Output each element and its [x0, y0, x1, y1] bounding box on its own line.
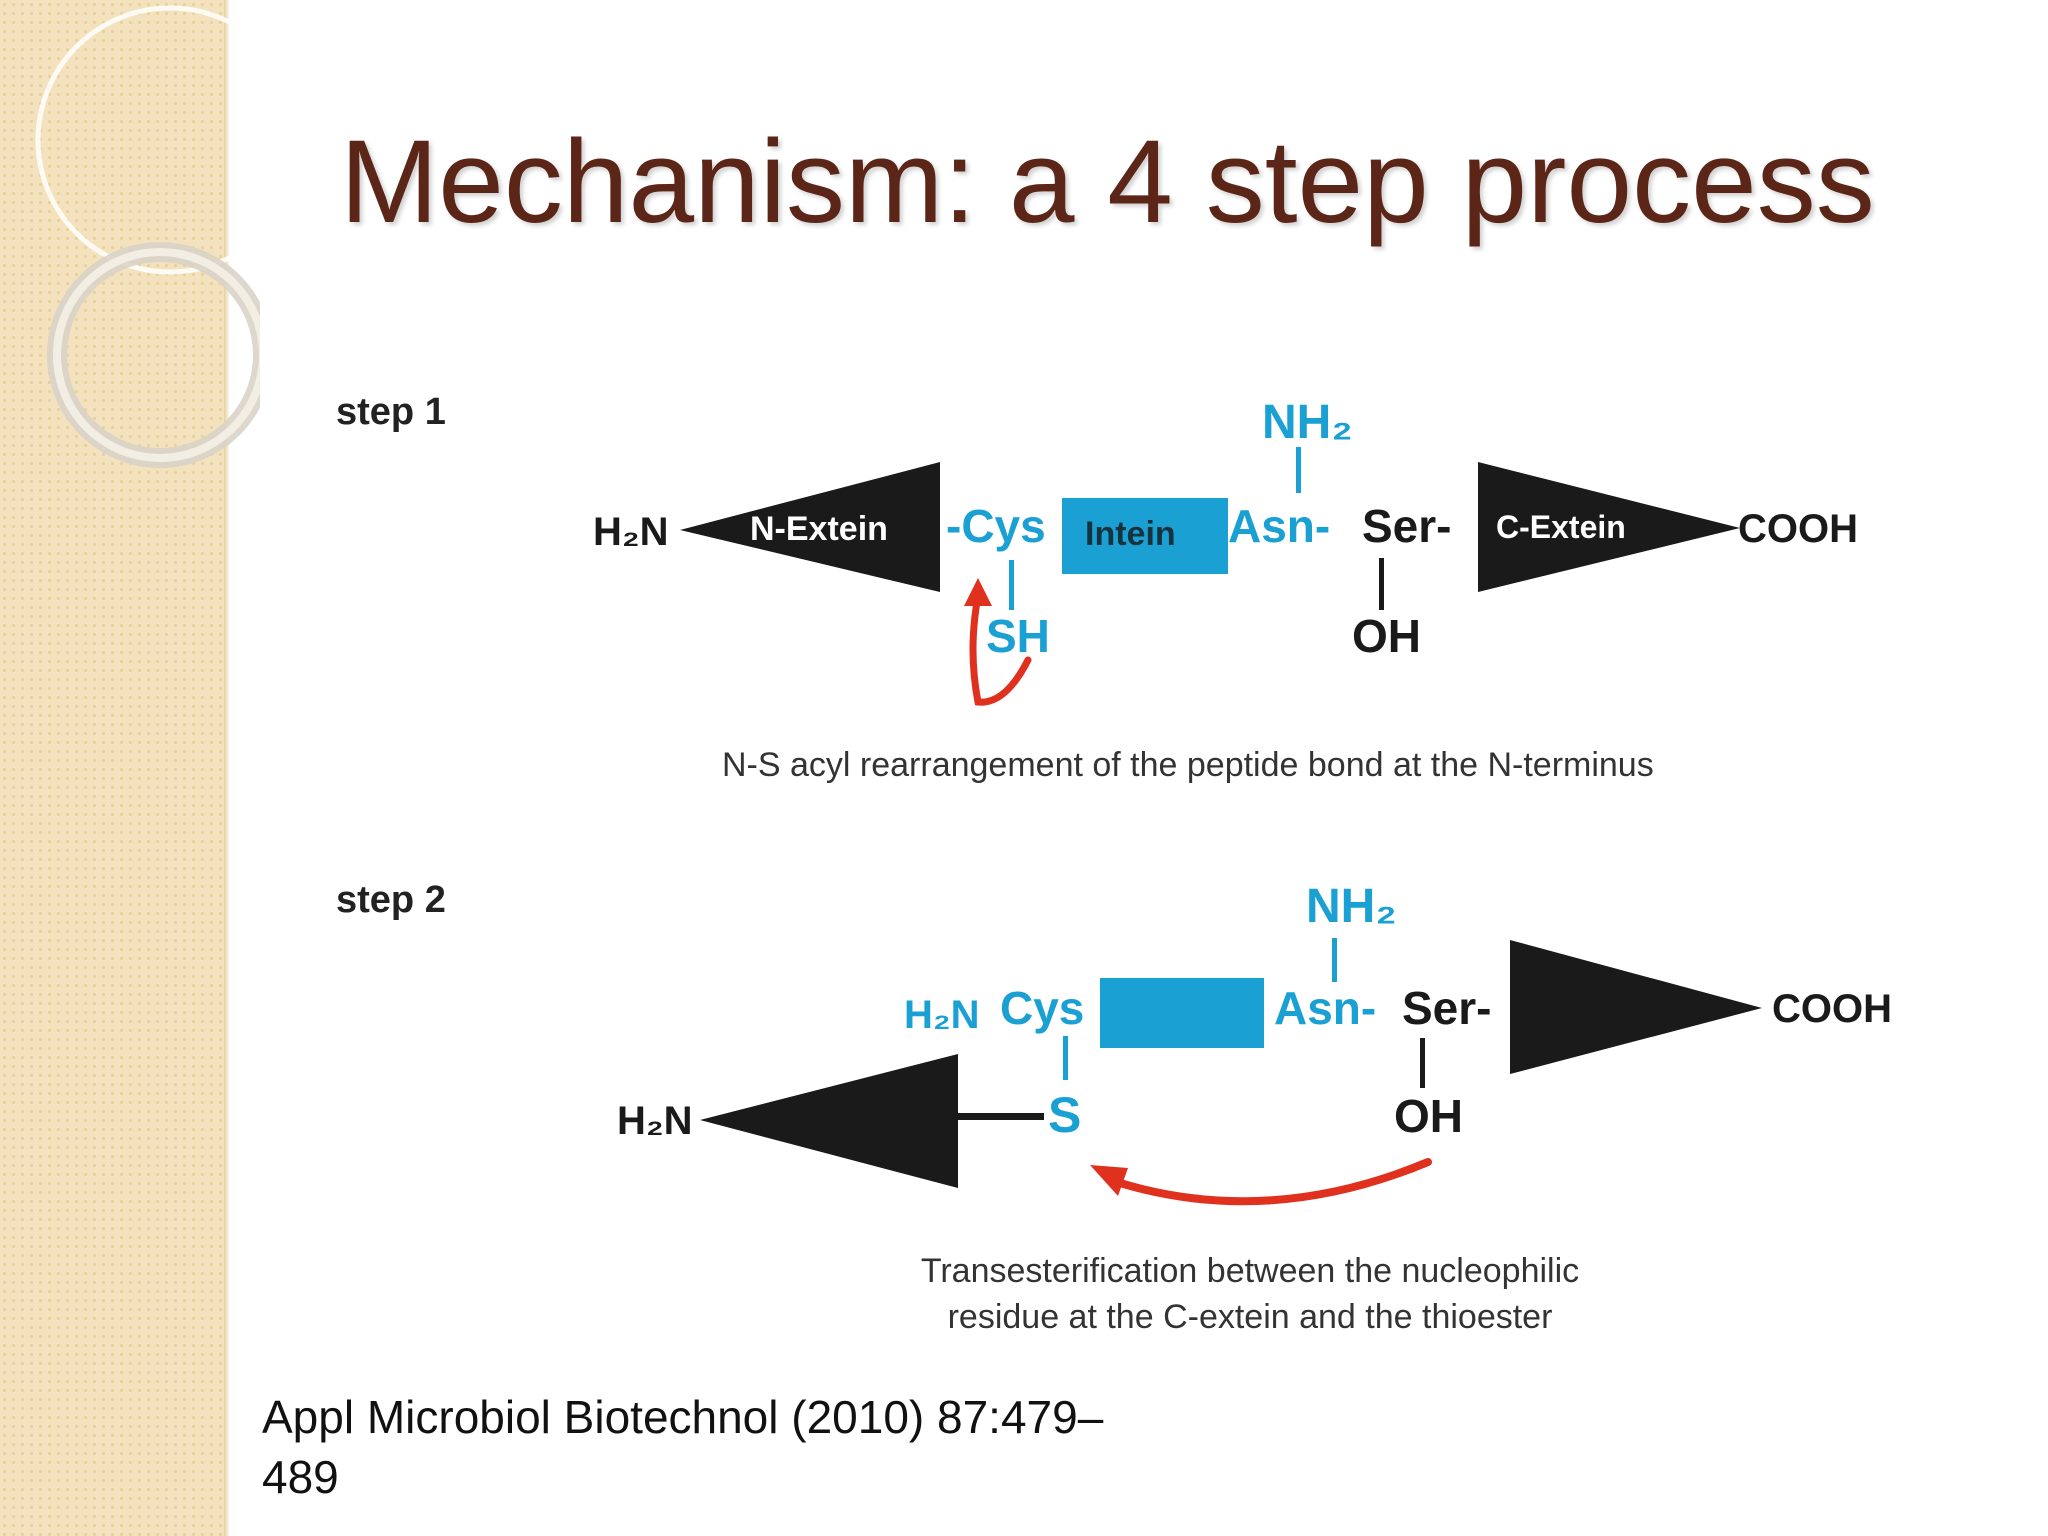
- slide-title: Mechanism: a 4 step process: [340, 116, 1875, 248]
- step1-sh-bond: [1009, 560, 1014, 610]
- step1-intein-box: [1062, 498, 1228, 574]
- step2-caption-line2: residue at the C-extein and the thioeste…: [948, 1298, 1553, 1336]
- step2-thioester-bond: [958, 1113, 1044, 1120]
- step1-asn: Asn-: [1228, 500, 1330, 552]
- step2-h2n-extein: H₂N: [617, 1099, 693, 1143]
- citation-line2: 489: [262, 1450, 339, 1503]
- step1-label: step 1: [336, 391, 446, 433]
- step2-nh2-bond: [1332, 938, 1337, 982]
- step2-h2n-cys: H₂N: [904, 993, 980, 1037]
- citation: Appl Microbiol Biotechnol (2010) 87:479–…: [262, 1388, 1262, 1508]
- step2-ser: Ser-: [1402, 982, 1491, 1034]
- step2-label: step 2: [336, 879, 446, 921]
- step1-oh-bond: [1379, 558, 1384, 610]
- step1-oh: OH: [1352, 610, 1421, 662]
- step1-n-extein-label: N-Extein: [750, 510, 888, 548]
- step1-c-extein-wedge: [1478, 462, 1740, 592]
- step2-red-arrow: [1116, 1158, 1432, 1206]
- decorative-rings: [35, 5, 260, 468]
- step1-h2n: H₂N: [593, 510, 669, 554]
- step1-cys: -Cys: [946, 500, 1046, 552]
- ring-small-inner: [53, 248, 260, 462]
- step2-oh-bond: [1420, 1038, 1425, 1088]
- step1-caption: N-S acyl rearrangement of the peptide bo…: [722, 746, 1654, 784]
- step2-c-extein-wedge: [1510, 940, 1762, 1074]
- ring-large: [35, 5, 260, 275]
- step2-red-arrowhead: [1090, 1165, 1128, 1196]
- step1-cooh: COOH: [1738, 507, 1858, 551]
- step1-nh2-bond: [1296, 447, 1301, 493]
- step2-oh: OH: [1394, 1090, 1463, 1142]
- citation-line1: Appl Microbiol Biotechnol (2010) 87:479–: [262, 1391, 1104, 1443]
- step1-red-arrow: [969, 592, 1032, 706]
- step2-caption-line1: Transesterification between the nucleoph…: [921, 1252, 1579, 1290]
- step2-nh2: NH₂: [1306, 880, 1397, 933]
- step1-c-extein-label: C-Extein: [1496, 509, 1626, 545]
- step1-ser: Ser-: [1362, 500, 1451, 552]
- step2-n-extein-wedge: [700, 1054, 958, 1188]
- step1-intein-label: Intein: [1085, 515, 1176, 553]
- step1-nh2: NH₂: [1262, 396, 1353, 449]
- sidebar-edge: [224, 0, 230, 1536]
- step1-red-arrowhead: [964, 578, 992, 606]
- step1-sh: SH: [986, 610, 1050, 662]
- step2-s-bond: [1063, 1036, 1068, 1080]
- step2-asn: Asn-: [1274, 982, 1376, 1034]
- step2-cys: Cys: [1000, 982, 1084, 1034]
- step2-intein-box: [1100, 978, 1264, 1048]
- step1-n-extein-wedge: [680, 462, 940, 592]
- step2-s: S: [1048, 1087, 1081, 1143]
- step2-cooh: COOH: [1772, 987, 1892, 1031]
